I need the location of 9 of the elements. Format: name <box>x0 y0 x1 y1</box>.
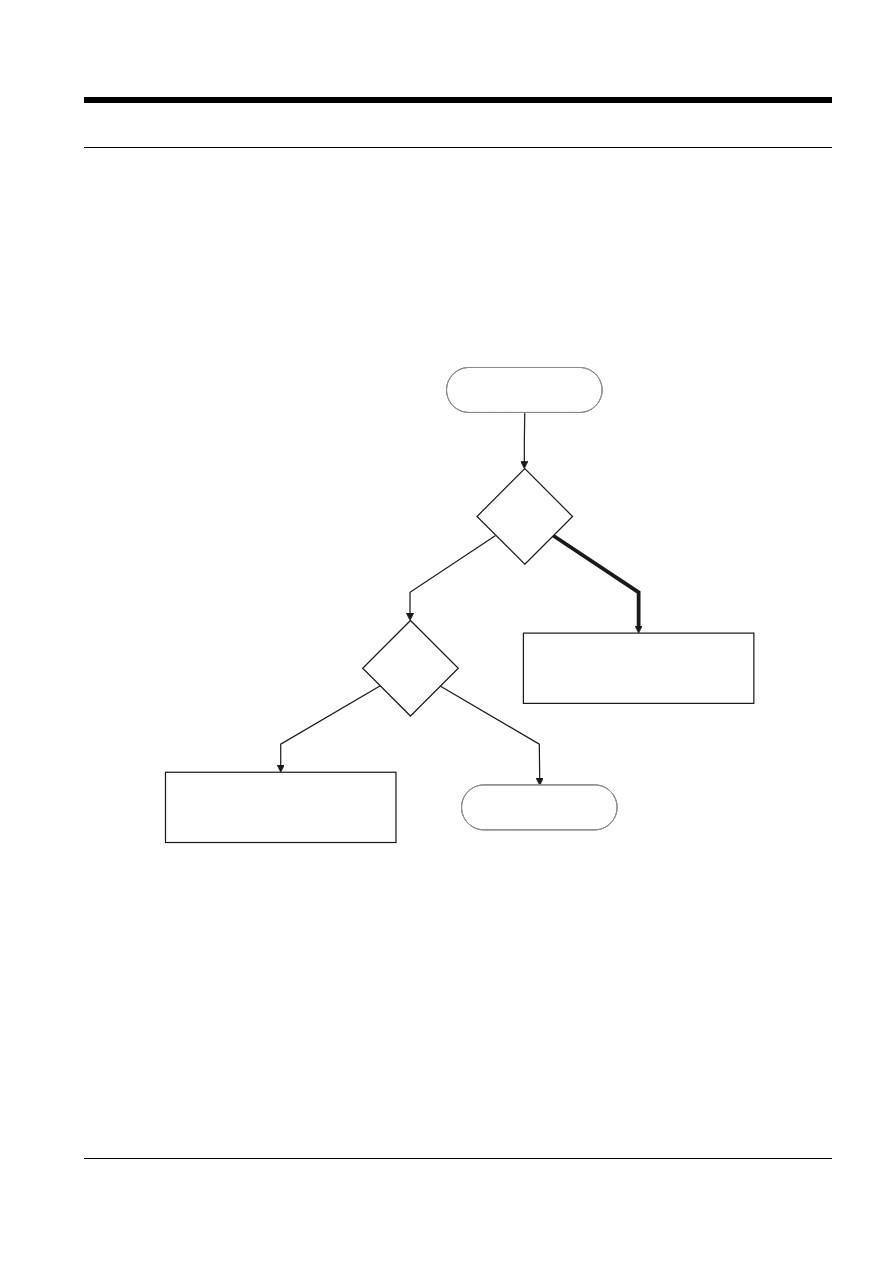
node-diamond <box>362 619 460 717</box>
arrow <box>406 534 497 621</box>
arrow <box>439 685 545 786</box>
node-diamond <box>476 467 574 566</box>
arrow <box>520 412 529 470</box>
arrow <box>552 533 644 634</box>
node-box <box>523 632 755 704</box>
node-box <box>165 771 397 844</box>
arrow <box>276 685 381 773</box>
